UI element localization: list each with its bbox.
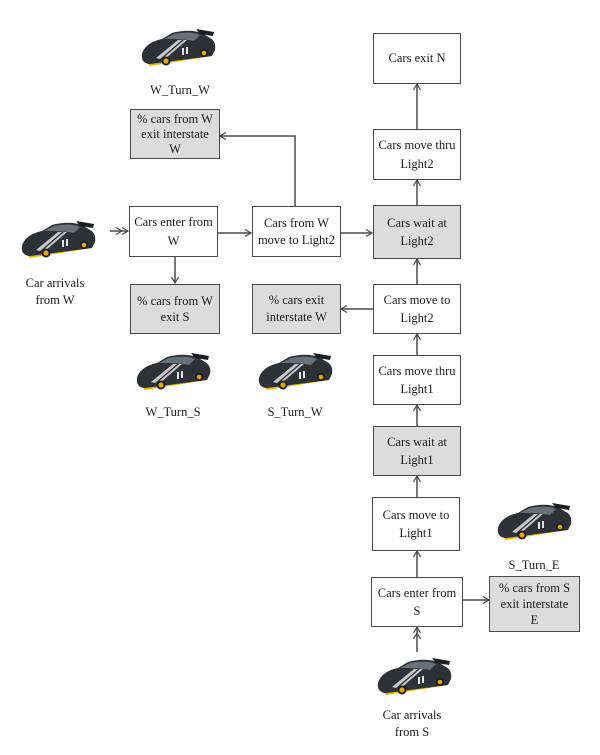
car-label-s-turn-w: S_Turn_W <box>267 405 323 419</box>
node-cars-move-thru-light1: Cars move thru Light1 <box>373 355 461 405</box>
node-cars-from-w-move-to-light2: Cars from W move to Light2 <box>252 206 341 257</box>
node-text: Cars move to Light1 <box>382 507 450 540</box>
node-pct-from-s-exit-e: % cars from S exit interstate E <box>489 576 580 632</box>
node-text: Cars exit N <box>388 51 446 66</box>
car-label-arrivals-from-s: Car arrivals from S <box>382 708 442 739</box>
car-label-s-turn-e: S_Turn_E <box>508 558 560 572</box>
edge-from-w-move-to-exit-interstate-w <box>220 136 296 207</box>
node-cars-move-to-light2: Cars move to Light2 <box>373 284 461 334</box>
node-text: Cars move to Light2 <box>383 292 451 325</box>
car-label-arrivals-from-w: Car arrivals from W <box>25 276 85 307</box>
node-text: Cars move thru Light1 <box>378 363 456 396</box>
car-label-w-turn-s: W_Turn_S <box>145 405 201 419</box>
node-cars-exit-n: Cars exit N <box>373 33 461 84</box>
node-text: Cars from W move to Light2 <box>257 216 336 247</box>
node-text: Cars wait at Light2 <box>387 215 447 248</box>
race-car-icon <box>494 500 574 544</box>
node-cars-enter-from-w: Cars enter from W <box>129 206 218 257</box>
node-text: % cars exit interstate W <box>266 293 327 324</box>
node-cars-move-to-light1: Cars move to Light1 <box>372 497 460 551</box>
race-car-icon <box>255 350 335 394</box>
node-text: % cars from W exit S <box>137 293 213 324</box>
race-car-icon <box>138 26 218 70</box>
car-label-w-turn-w: W_Turn_W <box>150 83 210 97</box>
node-text: Cars wait at Light1 <box>387 434 447 467</box>
node-cars-enter-from-s: Cars enter from S <box>371 577 463 627</box>
node-cars-wait-at-light1: Cars wait at Light1 <box>373 426 461 476</box>
node-cars-wait-at-light2: Cars wait at Light2 <box>373 205 461 259</box>
race-car-icon <box>133 350 213 394</box>
race-car-icon <box>18 218 98 262</box>
node-pct-from-w-exit-s: % cars from W exit S <box>130 284 220 334</box>
node-text: % cars from S exit interstate E <box>498 580 571 628</box>
node-text: Cars enter from S <box>377 585 457 618</box>
node-text: Cars move thru Light2 <box>378 138 456 171</box>
node-text: % cars from W exit interstate W <box>137 111 213 156</box>
node-cars-move-thru-light2: Cars move thru Light2 <box>373 129 461 180</box>
node-text: Cars enter from W <box>134 215 213 248</box>
race-car-icon <box>374 655 454 699</box>
node-pct-exit-interstate-w: % cars exit interstate W <box>252 284 341 334</box>
node-pct-from-w-exit-interstate-w: % cars from W exit interstate W <box>130 109 220 159</box>
